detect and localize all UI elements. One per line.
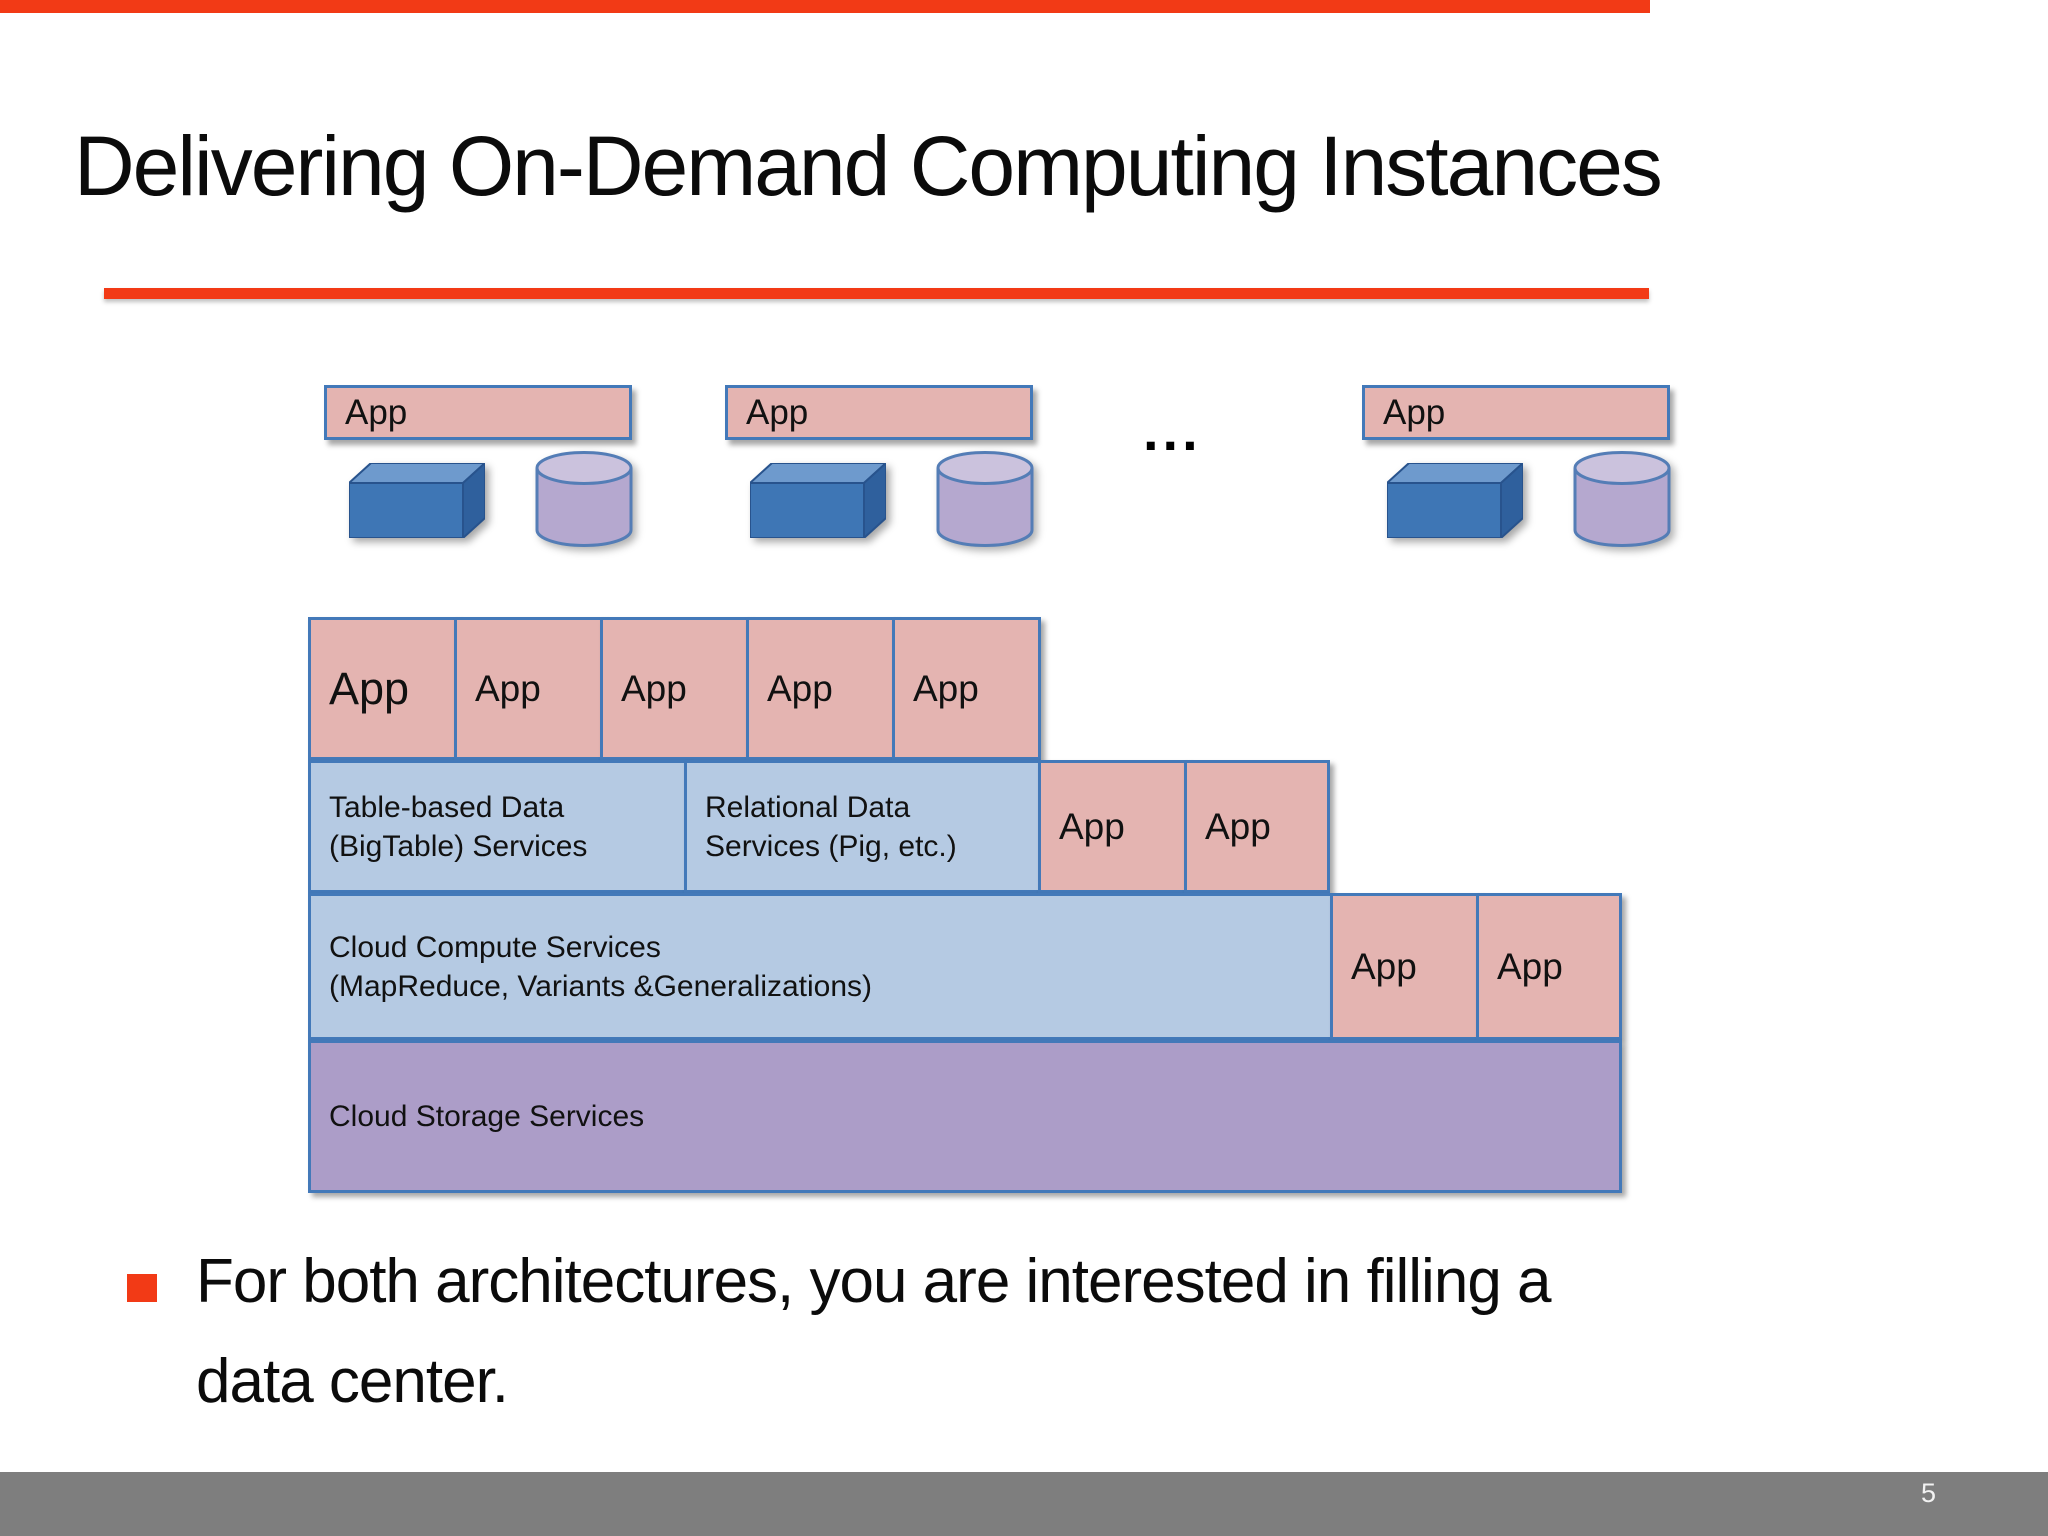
- services-stack-diagram: App App App App App Table-based Data (Bi…: [308, 617, 1628, 1197]
- storage-cylinder-icon: [1573, 451, 1671, 553]
- cloud-storage-services-box: Cloud Storage Services: [308, 1040, 1622, 1193]
- app-cell: App: [1038, 760, 1187, 893]
- storage-cylinder-icon: [535, 451, 633, 553]
- app-cell: App: [308, 617, 457, 760]
- page-number: 5: [1920, 1478, 1936, 1508]
- app-cell: App: [1330, 893, 1479, 1040]
- app-cell: App: [746, 617, 895, 760]
- app-box: App: [1362, 385, 1670, 440]
- table-based-data-services-box: Table-based Data (BigTable) Services: [308, 760, 687, 893]
- storage-cylinder-icon: [936, 451, 1034, 553]
- app-cell: App: [1476, 893, 1622, 1040]
- app-box: App: [324, 385, 632, 440]
- app-cell: App: [1184, 760, 1330, 893]
- instance-group-3: App: [1362, 385, 1674, 565]
- app-cell: App: [600, 617, 749, 760]
- bullet-line: data center.: [196, 1347, 509, 1416]
- footer-bar: 5: [0, 1472, 2048, 1536]
- service-label-line: (BigTable) Services: [329, 829, 588, 863]
- compute-cube-icon: [1386, 462, 1524, 543]
- service-label-line: (MapReduce, Variants &Generalizations): [329, 969, 873, 1003]
- bullet-marker: [127, 1274, 157, 1302]
- instance-group-1: App: [324, 385, 636, 565]
- relational-data-services-box: Relational Data Services (Pig, etc.): [684, 760, 1041, 893]
- service-label-line: Cloud Compute Services: [329, 930, 661, 964]
- service-label-line: Table-based Data: [329, 790, 565, 824]
- page-title: Delivering On-Demand Computing Instances: [74, 119, 1663, 213]
- compute-cube-icon: [749, 462, 887, 543]
- service-label-line: Relational Data: [705, 790, 911, 824]
- app-box: App: [725, 385, 1033, 440]
- cloud-compute-services-box: Cloud Compute Services (MapReduce, Varia…: [308, 893, 1333, 1040]
- service-label-line: Cloud Storage Services: [329, 1100, 645, 1133]
- top-accent-strip: [0, 0, 1650, 13]
- title-underline: [104, 288, 1649, 299]
- instance-group-2: App: [725, 385, 1037, 565]
- service-label-line: Services (Pig, etc.): [705, 829, 957, 863]
- app-cell: App: [454, 617, 603, 760]
- bullet-line: For both architectures, you are interest…: [196, 1247, 1552, 1316]
- app-cell: App: [892, 617, 1041, 760]
- compute-cube-icon: [348, 462, 486, 543]
- ellipsis-more-instances: ...: [1143, 399, 1202, 462]
- bullet-paragraph: For both architectures, you are interest…: [196, 1232, 1552, 1432]
